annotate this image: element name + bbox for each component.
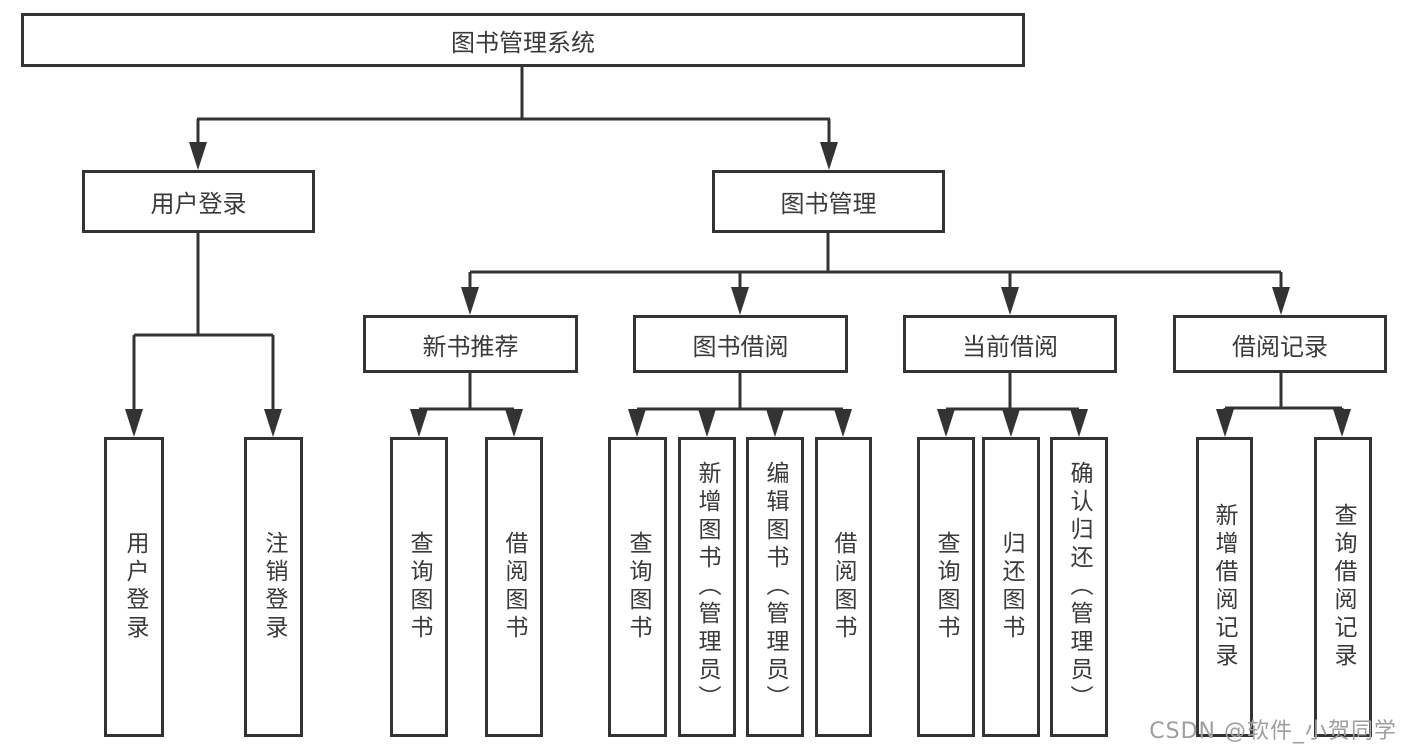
node-book-management: 图书管理	[712, 170, 945, 233]
leaf-confirm-return-admin: 确认归还（管理员）	[1050, 437, 1108, 737]
arrowhead-icons	[125, 142, 1351, 437]
leaf-return-book: 归还图书	[982, 437, 1040, 737]
node-new-book-recommend: 新书推荐	[363, 315, 578, 373]
leaf-edit-book-admin: 编辑图书（管理员）	[746, 437, 804, 737]
leaf-query-book-2: 查询图书	[608, 437, 667, 737]
leaf-query-borrow-record: 查询借阅记录	[1314, 437, 1372, 737]
leaf-query-book-1: 查询图书	[390, 437, 448, 737]
leaf-add-book-admin: 新增图书（管理员）	[678, 437, 736, 737]
leaf-logout: 注销登录	[244, 437, 303, 737]
node-root-system: 图书管理系统	[21, 13, 1025, 67]
leaf-user-login: 用户登录	[104, 437, 164, 737]
leaf-query-book-3: 查询图书	[917, 437, 975, 737]
node-user-login: 用户登录	[82, 170, 315, 233]
node-book-borrow: 图书借阅	[633, 315, 848, 373]
leaf-borrow-book-1: 借阅图书	[485, 437, 543, 737]
leaf-add-borrow-record: 新增借阅记录	[1196, 437, 1253, 737]
leaf-borrow-book-2: 借阅图书	[815, 437, 872, 737]
node-borrow-record: 借阅记录	[1173, 315, 1387, 373]
watermark: CSDN @软件_小贺同学	[1149, 719, 1397, 744]
node-current-borrow: 当前借阅	[903, 315, 1117, 373]
